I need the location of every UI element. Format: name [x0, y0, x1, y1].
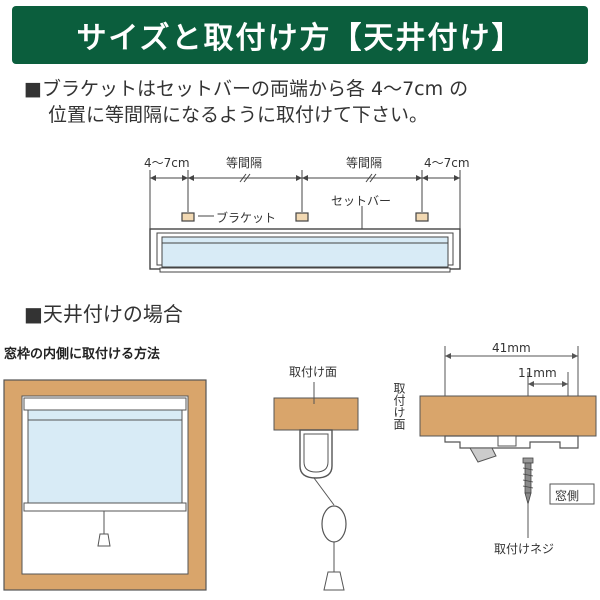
screw-label: 取付けネジ — [494, 542, 555, 556]
window-method-title: 窓枠の内側に取付ける方法 — [4, 347, 161, 362]
instructions: ■ブラケットはセットバーの両端から各 4〜7cm の 位置に等間隔になるように取… — [24, 76, 584, 128]
header-title: サイズと取付け方【天井付け】 — [76, 21, 524, 56]
setbar-assembly — [149, 228, 461, 273]
dim-left-label: 4〜7cm — [144, 156, 190, 170]
dim-total-label: 41mm — [492, 341, 531, 355]
window-side-label: 窓側 — [555, 489, 580, 503]
instruction-line-1: ■ブラケットはセットバーの両端から各 4〜7cm の — [24, 78, 469, 100]
detail-view — [419, 346, 597, 538]
setbar-label: セットバー — [331, 194, 392, 208]
instruction-line-2: 位置に等間隔になるように取付けて下さい。 — [48, 104, 429, 126]
dim-right-label: 4〜7cm — [424, 156, 470, 170]
dim-mid-left-label: 等間隔 — [226, 156, 263, 170]
window-frame — [3, 379, 207, 591]
header-banner: サイズと取付け方【天井付け】 — [12, 6, 588, 64]
side-mount-surface-label: 取付け面 — [289, 365, 338, 379]
bracket-markers — [181, 212, 429, 222]
detail-mount-surface-label: 取付け面 — [392, 382, 406, 430]
dimension-arrows — [150, 175, 460, 181]
dim-screw-label: 11mm — [518, 366, 557, 380]
side-view — [273, 382, 359, 591]
bracket-label: ブラケット — [216, 211, 277, 225]
section-title: ■天井付けの場合 — [24, 302, 183, 326]
dim-mid-right-label: 等間隔 — [346, 156, 383, 170]
